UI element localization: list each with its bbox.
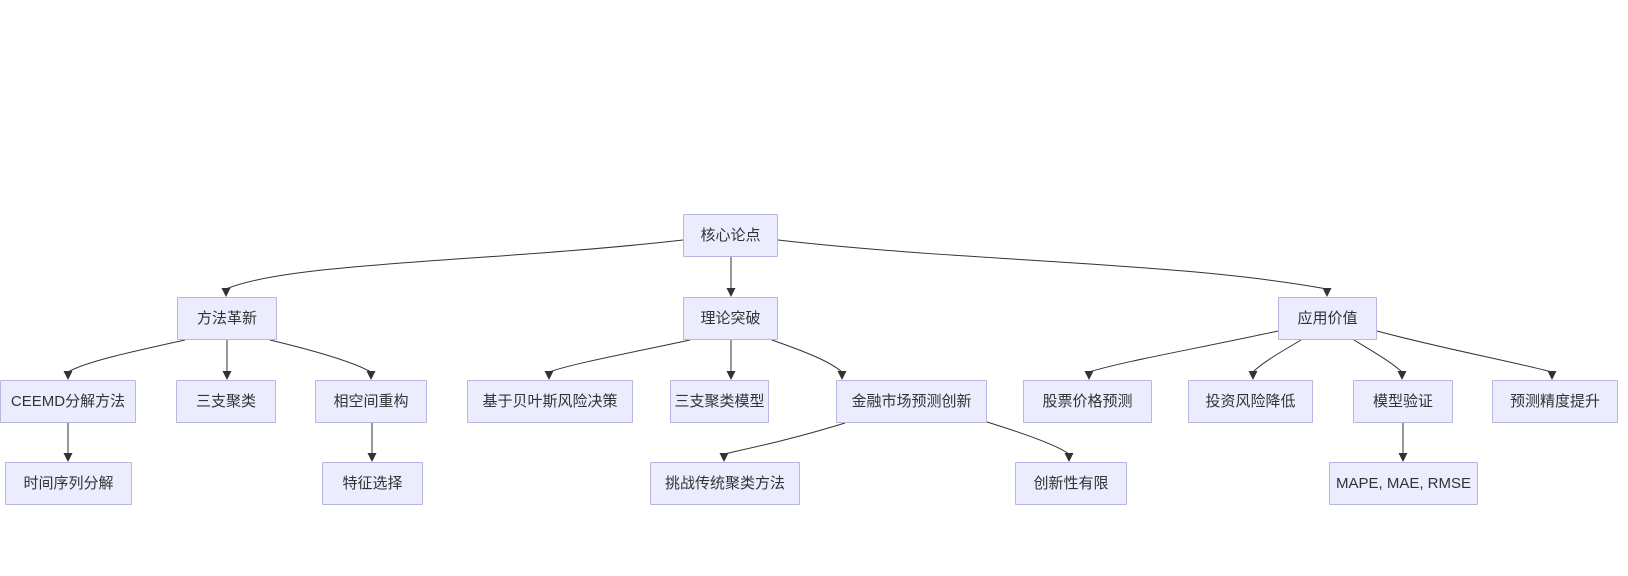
diagram-node-accuracy: 预测精度提升: [1492, 380, 1618, 423]
edge-fin_market-challenge: [723, 422, 846, 455]
diagram-node-label: 相空间重构: [333, 392, 409, 410]
diagram-node-ceemd: CEEMD分解方法: [0, 380, 136, 423]
edge-method-ceemd: [67, 339, 186, 373]
edge-application-model_valid: [1353, 339, 1403, 373]
diagram-node-three_way: 三支聚类: [176, 380, 276, 423]
diagram-node-label: MAPE, MAE, RMSE: [1335, 474, 1472, 492]
diagram-node-label: 基于贝叶斯风险决策: [482, 392, 618, 410]
diagram-node-invest_risk: 投资风险降低: [1188, 380, 1313, 423]
arrowhead-icon: [726, 371, 736, 380]
diagram-node-label: 模型验证: [1372, 392, 1433, 410]
arrowhead-icon: [544, 371, 554, 380]
diagram-node-label: 创新性有限: [1033, 474, 1109, 492]
diagram-node-label: 特征选择: [342, 474, 403, 492]
arrowhead-icon: [63, 453, 73, 462]
diagram-node-label: 股票价格预测: [1042, 392, 1133, 410]
diagram-node-label: 三支聚类模型: [674, 392, 765, 410]
diagram-node-label: 方法革新: [196, 309, 257, 327]
arrowhead-icon: [837, 371, 847, 380]
diagram-node-feature_sel: 特征选择: [322, 462, 423, 505]
arrowhead-icon: [1322, 288, 1332, 297]
arrowhead-icon: [1064, 453, 1074, 462]
diagram-node-application: 应用价值: [1278, 297, 1377, 340]
diagram-node-challenge: 挑战传统聚类方法: [650, 462, 800, 505]
diagram-node-stock: 股票价格预测: [1023, 380, 1152, 423]
edge-root-method: [225, 239, 684, 290]
diagram-node-label: 预测精度提升: [1509, 392, 1600, 410]
arrowhead-icon: [366, 371, 376, 380]
arrowhead-icon: [221, 288, 231, 297]
arrowhead-icon: [1398, 453, 1408, 462]
edge-theory-fin_market: [771, 339, 843, 373]
edge-application-stock: [1088, 330, 1279, 373]
diagram-node-root: 核心论点: [683, 214, 778, 257]
arrowhead-icon: [726, 288, 736, 297]
arrowhead-icon: [1248, 371, 1258, 380]
diagram-node-model_valid: 模型验证: [1353, 380, 1453, 423]
arrowhead-icon: [1084, 371, 1094, 380]
diagram-node-limited: 创新性有限: [1015, 462, 1127, 505]
edge-theory-bayes: [548, 339, 691, 373]
diagram-node-theory: 理论突破: [683, 297, 778, 340]
arrowhead-icon: [719, 453, 729, 462]
diagram-node-phase_space: 相空间重构: [315, 380, 427, 423]
diagram-node-label: 应用价值: [1297, 309, 1358, 327]
arrowhead-icon: [63, 371, 73, 380]
diagram-node-label: 三支聚类: [195, 392, 256, 410]
arrowhead-icon: [222, 371, 232, 380]
edge-root-application: [777, 239, 1328, 290]
diagram-node-label: 时间序列分解: [23, 474, 114, 492]
diagram-node-fin_market: 金融市场预测创新: [836, 380, 987, 423]
edge-application-invest_risk: [1252, 339, 1302, 373]
diagram-node-label: CEEMD分解方法: [10, 392, 126, 410]
diagram-node-label: 核心论点: [700, 226, 761, 244]
diagram-node-metrics: MAPE, MAE, RMSE: [1329, 462, 1478, 505]
diagram-node-twc_model: 三支聚类模型: [670, 380, 769, 423]
edge-application-accuracy: [1376, 330, 1553, 373]
diagram-node-label: 挑战传统聚类方法: [664, 474, 785, 492]
diagram-node-bayes: 基于贝叶斯风险决策: [467, 380, 633, 423]
edge-method-phase_space: [269, 339, 372, 373]
arrowhead-icon: [367, 453, 377, 462]
arrowhead-icon: [1397, 371, 1407, 380]
arrowhead-icon: [1547, 371, 1557, 380]
diagram-node-label: 理论突破: [700, 309, 761, 327]
edge-fin_market-limited: [986, 421, 1070, 455]
diagram-node-time_series: 时间序列分解: [5, 462, 132, 505]
diagram-node-label: 金融市场预测创新: [851, 392, 972, 410]
diagram-node-label: 投资风险降低: [1205, 392, 1296, 410]
diagram-node-method: 方法革新: [177, 297, 277, 340]
